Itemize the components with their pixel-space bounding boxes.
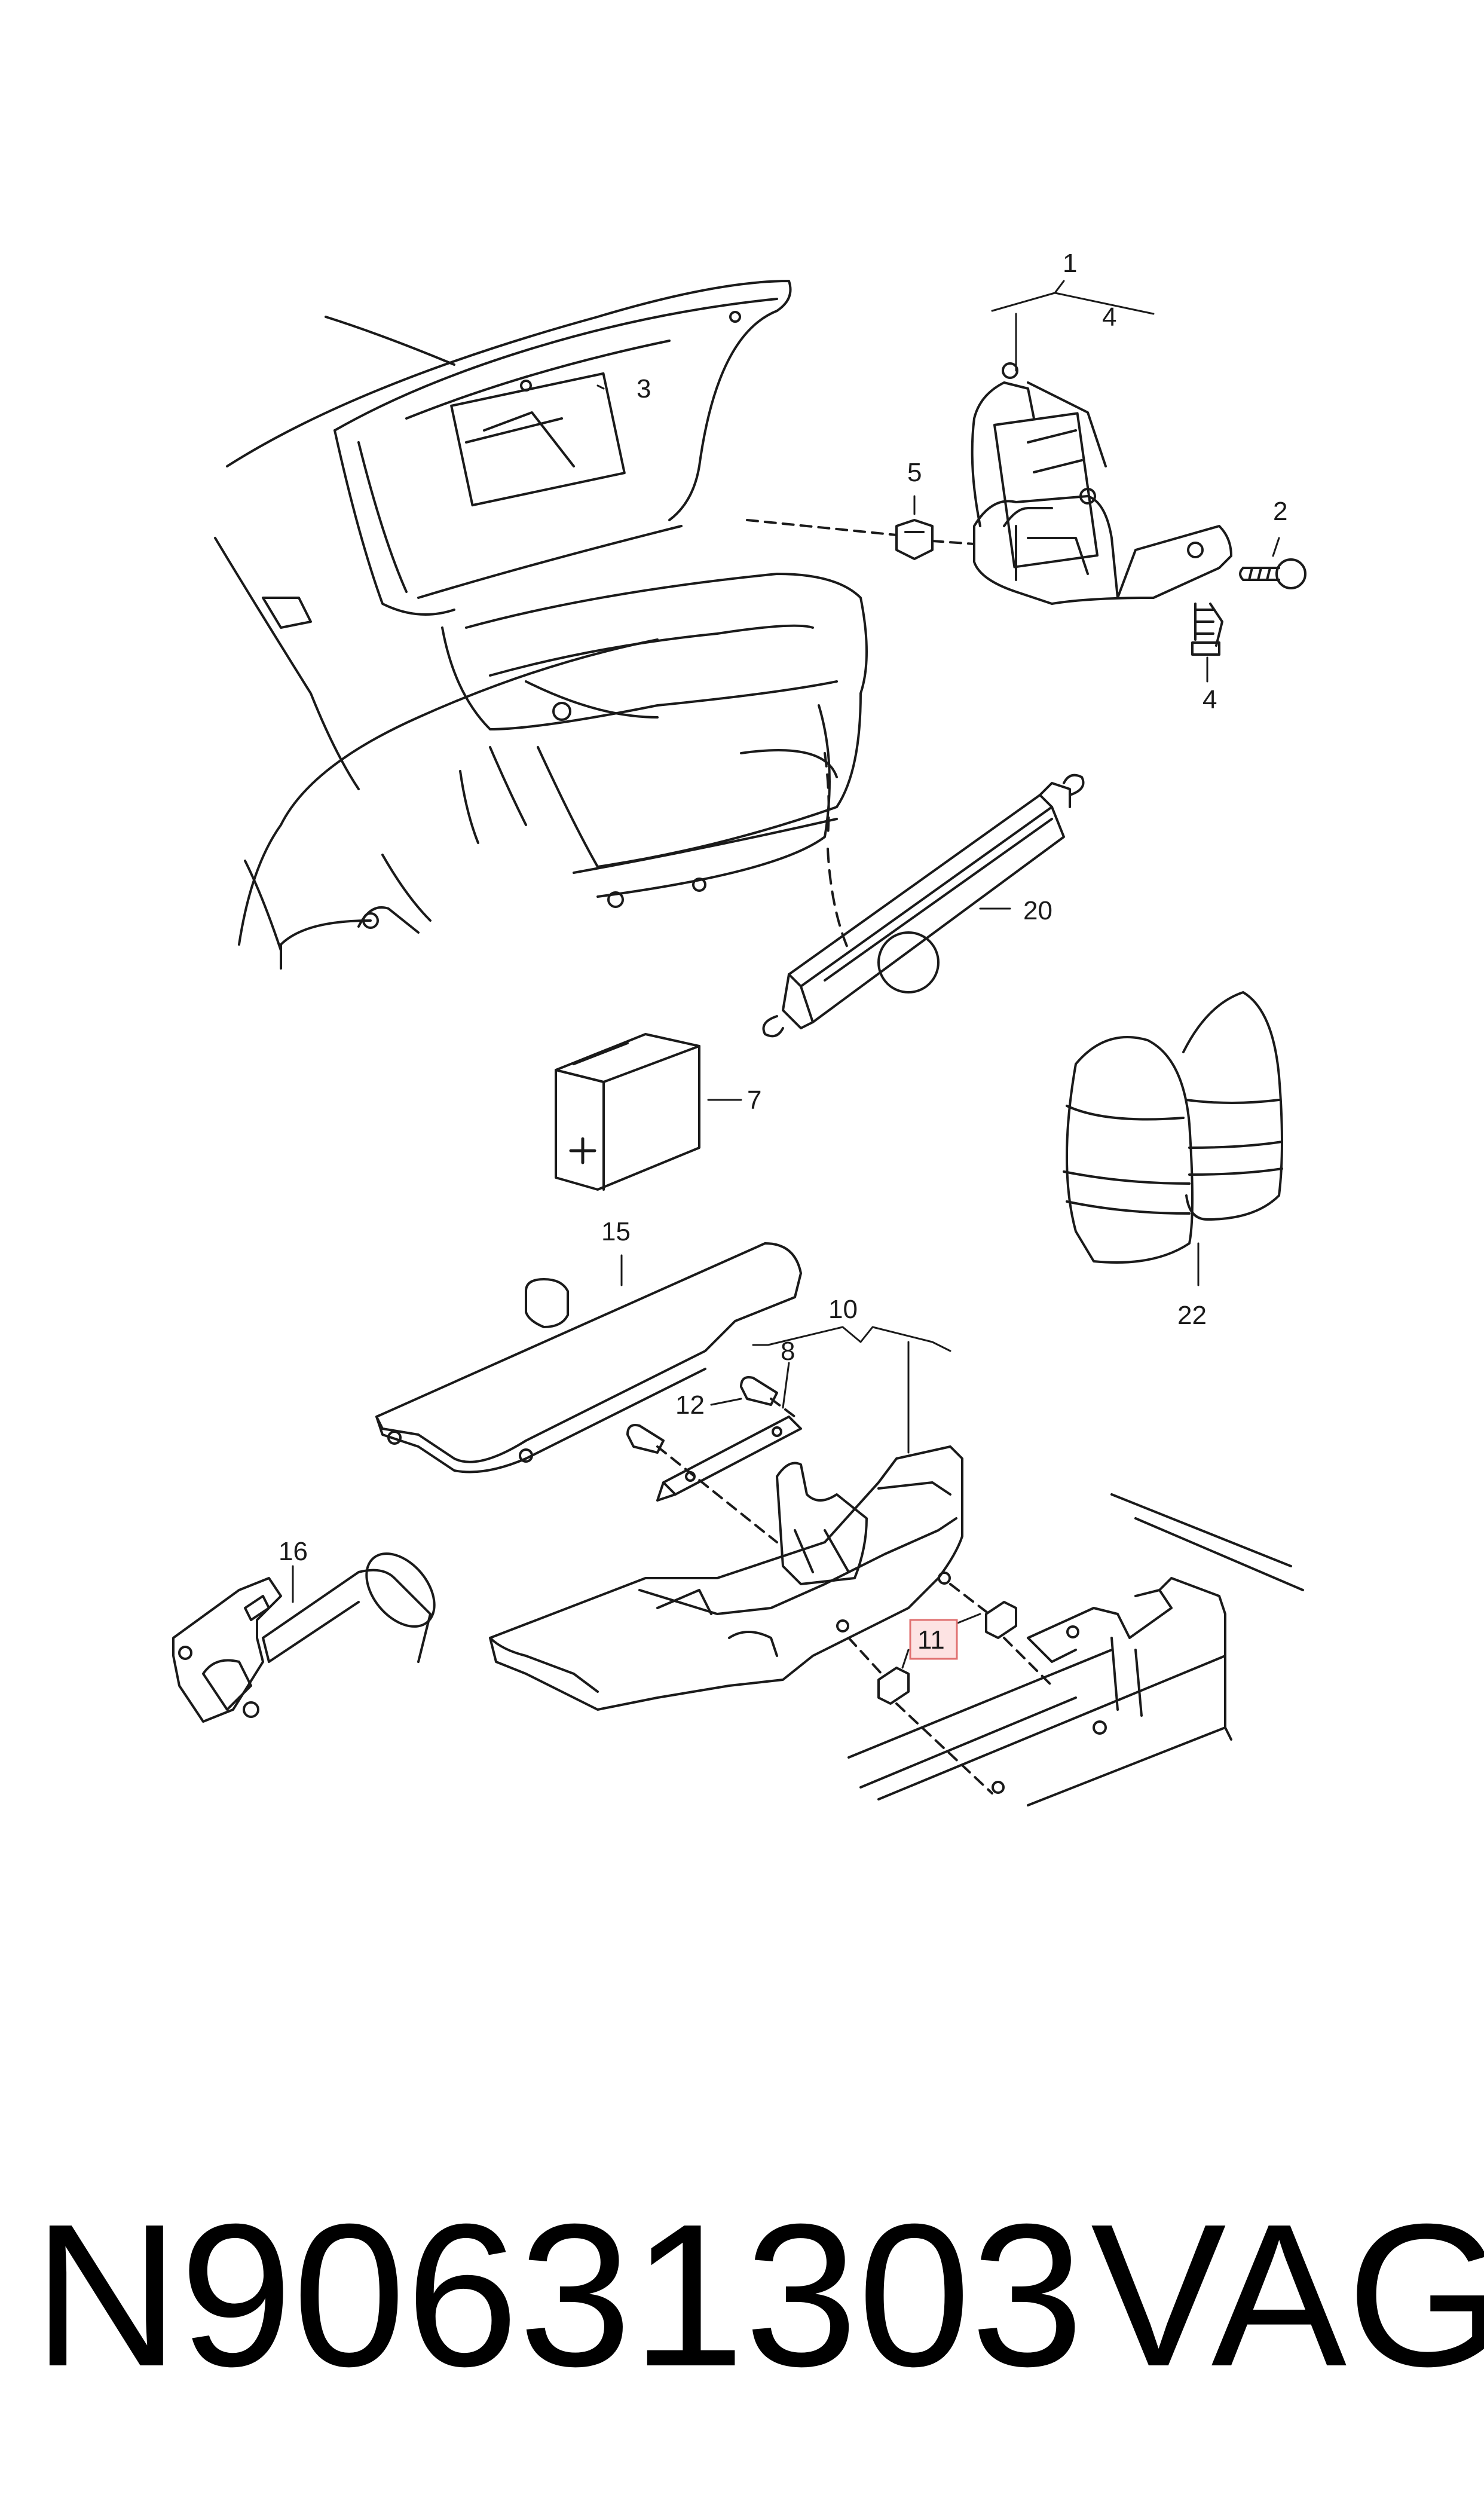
hinge-part-1 <box>971 362 1232 605</box>
brand-name: VAG <box>1091 2182 1484 2409</box>
callout-3: 3 <box>637 374 651 403</box>
callout-15: 15 <box>601 1217 631 1246</box>
callout-20: 20 <box>1023 896 1052 925</box>
bags-part-22 <box>1063 991 1283 1264</box>
first-aid-kit-part-7 <box>555 1033 700 1191</box>
callout-22: 22 <box>1177 1301 1207 1330</box>
callout-7: 7 <box>747 1086 761 1115</box>
clip-part-5 <box>895 519 934 560</box>
callout-5: 5 <box>907 458 922 487</box>
sleeve-part-16 <box>172 1552 436 1723</box>
bushings-part-11 <box>877 1601 1017 1705</box>
floor-panel-part-15 <box>375 1242 802 1473</box>
leader-lines <box>292 280 1280 1669</box>
callout-11-highlight <box>909 1619 958 1660</box>
cover-rail-part-20 <box>762 774 1085 1038</box>
callout-labels: 1 4 3 5 2 4 20 7 15 22 10 8 12 16 11 <box>279 249 1287 1655</box>
screw-part-4-lower <box>1191 603 1223 656</box>
bracket-part-8 <box>656 1416 802 1502</box>
screw-part-2 <box>1239 558 1306 589</box>
callout-4-upper: 4 <box>1102 302 1116 332</box>
floor-rail <box>847 1493 1304 1806</box>
callout-10: 10 <box>828 1295 858 1324</box>
callout-11: 11 <box>917 1625 945 1655</box>
callout-16: 16 <box>279 1537 308 1566</box>
callout-12: 12 <box>675 1390 705 1420</box>
car-trunk-illustration <box>214 280 940 993</box>
callout-8: 8 <box>781 1337 795 1366</box>
part-number: N90631303 <box>33 2182 1084 2409</box>
storage-tray-part-10 <box>489 1445 963 1711</box>
callout-4-lower: 4 <box>1203 685 1217 714</box>
callout-1: 1 <box>1063 249 1077 278</box>
lid-panel-part-3 <box>465 417 563 444</box>
callout-2: 2 <box>1273 497 1287 526</box>
